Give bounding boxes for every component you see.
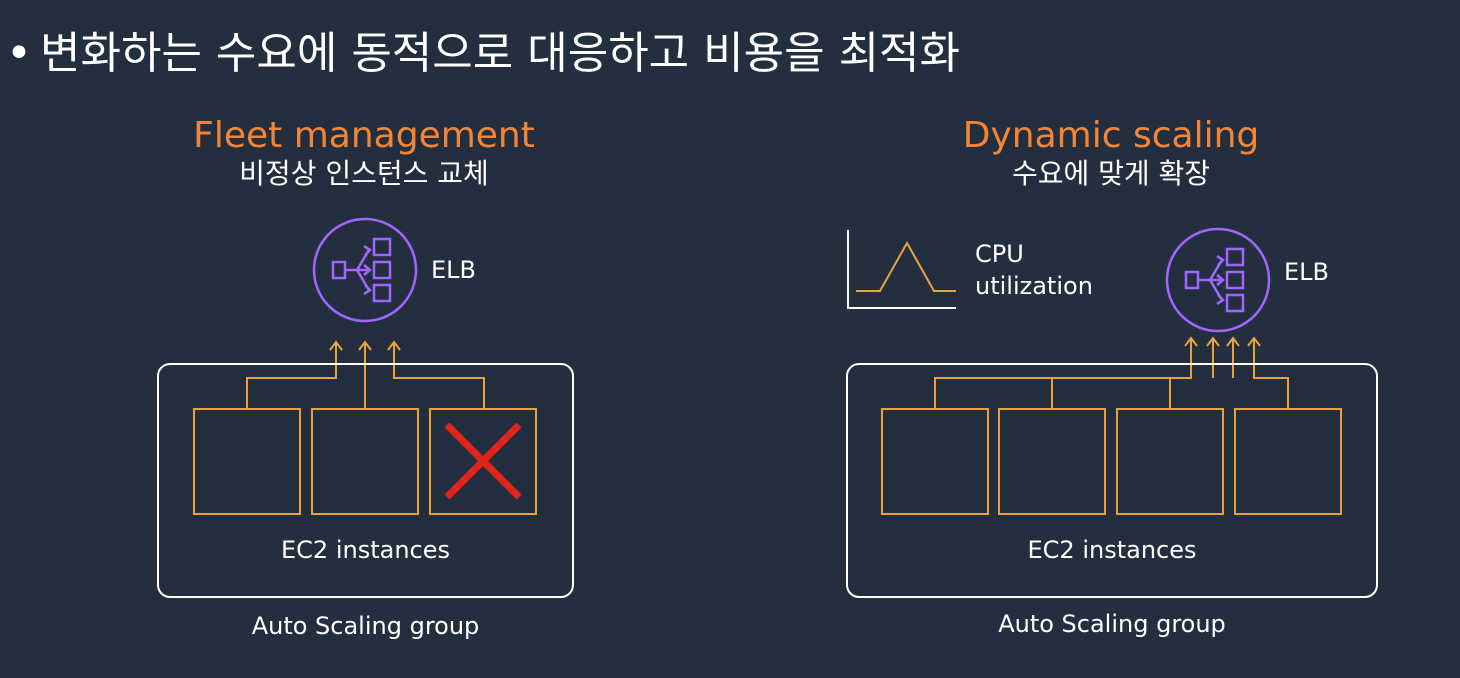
connection-arrows-right	[934, 336, 1289, 409]
connector-instance-1	[246, 343, 337, 409]
elb-node-left	[312, 217, 418, 323]
cpu-label-line1: CPU	[975, 240, 1024, 268]
arrow-head	[358, 340, 372, 351]
auto-scaling-group-box	[846, 363, 1378, 598]
dynamic-scaling-title: Dynamic scaling	[962, 115, 1260, 156]
ec2-instances-label-right: EC2 instances	[1027, 536, 1197, 564]
ec2-instance	[998, 408, 1106, 515]
elb-circle	[1165, 227, 1271, 333]
arrow-head	[329, 340, 343, 351]
connector-instance-3	[393, 343, 485, 409]
fleet-management-title: Fleet management	[193, 115, 535, 156]
auto-scaling-group-box	[157, 363, 574, 598]
ec2-instance	[881, 408, 989, 515]
ec2-instance	[1116, 408, 1224, 515]
cpu-label-line2: utilization	[975, 272, 1093, 300]
auto-scaling-group-label-left: Auto Scaling group	[251, 612, 480, 640]
auto-scaling-group-label-right: Auto Scaling group	[998, 610, 1226, 638]
connector-instance-4	[1253, 339, 1289, 409]
arrow-head	[1247, 336, 1261, 347]
elb-node-right	[1165, 227, 1271, 333]
chart-axes	[847, 230, 956, 309]
load-balancer-icon	[1184, 247, 1245, 313]
cpu-spike-chart-icon	[847, 230, 956, 309]
elb-label-right: ELB	[1284, 258, 1329, 286]
bullet-heading: •변화하는 수요에 동적으로 대응하고 비용을 최적화	[6, 22, 960, 86]
ec2-instance-unhealthy	[429, 408, 537, 515]
dynamic-scaling-subtitle: 수요에 맞게 확장	[1011, 157, 1211, 190]
arrow-head	[1226, 336, 1240, 347]
ec2-instance	[1234, 408, 1342, 515]
x-icon	[444, 422, 522, 500]
elb-circle	[312, 217, 418, 323]
load-balancer-icon	[331, 237, 392, 303]
arrow-head	[387, 340, 401, 351]
elb-label-left: ELB	[431, 256, 476, 284]
ec2-instance	[311, 408, 419, 515]
chart-line	[856, 240, 956, 292]
ec2-instances-label-left: EC2 instances	[281, 536, 450, 564]
connection-arrows-left	[246, 340, 485, 409]
bullet-text: 변화하는 수요에 동적으로 대응하고 비용을 최적화	[40, 28, 961, 79]
arrow-head	[1206, 336, 1220, 347]
fleet-management-subtitle: 비정상 인스턴스 교체	[239, 157, 489, 190]
connector-instance-1	[934, 339, 1192, 409]
arrow-head	[1184, 336, 1198, 347]
bullet-marker: •	[6, 28, 32, 79]
ec2-instance	[193, 408, 301, 515]
